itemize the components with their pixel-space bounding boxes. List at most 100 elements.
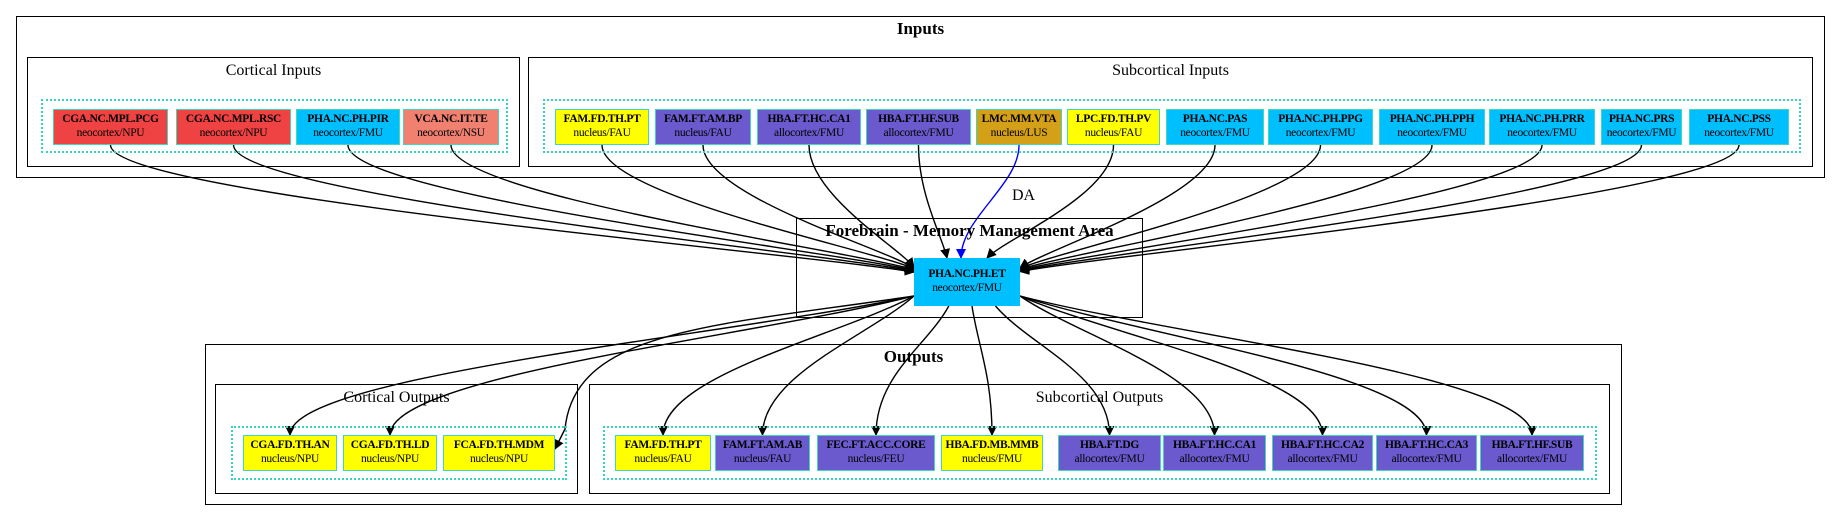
edge-out-cga-fd-th-ld xyxy=(385,295,915,436)
node-subtitle: neocortex/FMU xyxy=(1285,127,1356,139)
node-name: HBA.FD.MB.MMB xyxy=(945,439,1039,452)
edge-pha-nc-ph-ppg xyxy=(1019,144,1322,270)
node-name: FAM.FT.AM.AB xyxy=(722,439,803,452)
edge-out-fec-ft-acc-core xyxy=(871,305,950,436)
node-subtitle: neocortex/FMU xyxy=(1397,127,1467,139)
node-name: FCA.FD.TH.MDM xyxy=(453,439,545,452)
node-name: PHA.NC.PH.PPH xyxy=(1389,113,1475,126)
node-subtitle: allocortex/FMU xyxy=(1287,453,1358,465)
edge-hba-ft-hc-ca1 xyxy=(808,144,915,268)
node-subtitle: nucleus/NPU xyxy=(260,453,320,465)
forebrain-cluster-title: Forebrain - Memory Management Area xyxy=(825,221,1114,240)
node-name: HBA.FT.HC.CA1 xyxy=(1172,439,1257,452)
node-name: CGA.NC.MPL.RSC xyxy=(185,113,282,126)
node-subtitle: allocortex/FMU xyxy=(1391,453,1462,465)
node-name: LMC.MM.VTA xyxy=(981,113,1057,126)
node-name: PHA.NC.PH.ET xyxy=(928,268,1006,281)
edge-fam-fd-th-pt xyxy=(601,144,915,270)
node-name: PHA.NC.PRS xyxy=(1608,113,1675,126)
outputs-cluster-title: Outputs xyxy=(883,347,944,366)
node-subtitle: neocortex/FMU xyxy=(932,282,1002,294)
edge-fam-ft-am-bp xyxy=(702,144,915,269)
edge-out-hba-ft-hc-ca2 xyxy=(1019,295,1328,436)
node-subtitle: nucleus/FAU xyxy=(1084,127,1143,139)
inputs-cluster-title: Inputs xyxy=(896,19,945,38)
node-subtitle: allocortex/FMU xyxy=(883,127,954,139)
cortical-inputs-cluster-title: Cortical Inputs xyxy=(225,62,322,79)
node-name: FAM.FD.TH.PT xyxy=(563,113,641,126)
node-name: CGA.FD.TH.LD xyxy=(350,439,430,452)
edge-out-cga-fd-th-an xyxy=(285,295,915,436)
node-subtitle: allocortex/FMU xyxy=(1179,453,1250,465)
cortical-outputs-cluster: Cortical Outputs xyxy=(215,384,578,494)
node-name: PHA.NC.PAS xyxy=(1182,113,1248,126)
node-subtitle: nucleus/LUS xyxy=(990,127,1048,139)
node-name: FAM.FD.TH.PT xyxy=(624,439,702,452)
node-subtitle: nucleus/FAU xyxy=(634,453,692,465)
node-name: HBA.FT.HF.SUB xyxy=(1491,439,1573,452)
node-subtitle: nucleus/FMU xyxy=(962,453,1022,465)
edge-out-fam-ft-am-ab xyxy=(757,295,915,436)
node-name: HBA.FT.HF.SUB xyxy=(878,113,959,126)
subcortical-inputs-cluster-title: Subcortical Inputs xyxy=(1112,62,1229,79)
edge-pha-nc-pas xyxy=(1019,144,1216,269)
node-subtitle: allocortex/FMU xyxy=(1074,453,1145,465)
edge-out-hba-ft-hc-ca1 xyxy=(1019,295,1220,436)
edge-vca-nc-it-te xyxy=(450,144,915,273)
node-subtitle: neocortex/FMU xyxy=(1606,127,1677,139)
node-name: CGA.FD.TH.AN xyxy=(250,439,330,452)
edge-lmc-mm-vta xyxy=(956,144,1020,259)
cortical-outputs-cluster-title: Cortical Outputs xyxy=(343,389,450,406)
cortical-inputs-group xyxy=(41,99,508,153)
subcortical-inputs-cluster: Subcortical Inputs xyxy=(528,57,1813,167)
edge-out-fam-fd-th-pt xyxy=(658,295,915,436)
node-subtitle: neocortex/FMU xyxy=(1507,127,1577,139)
edge-out-hba-ft-hc-ca3 xyxy=(1019,295,1432,436)
node-name: FAM.FT.AM.BP xyxy=(663,113,743,126)
node-name: PHA.NC.PH.PRR xyxy=(1499,113,1585,126)
edge-pha-nc-ph-pph xyxy=(1019,144,1433,272)
node-subtitle: nucleus/FAU xyxy=(674,127,732,139)
edge-out-hba-fd-mb-mmb xyxy=(971,305,997,436)
subcortical-outputs-cluster: Subcortical Outputs xyxy=(589,384,1610,494)
edge-hba-ft-hf-sub xyxy=(917,144,951,259)
subcortical-outputs-cluster-title: Subcortical Outputs xyxy=(1035,389,1164,406)
node-name: LPC.FD.TH.PV xyxy=(1075,113,1152,126)
node-subtitle: nucleus/FAU xyxy=(573,127,631,139)
edge-out-hba-ft-hf-sub xyxy=(1019,295,1537,436)
edge-out-fca-fd-th-mdm xyxy=(554,295,915,450)
node-name: HBA.FT.DG xyxy=(1079,439,1140,452)
node-subtitle: neocortex/FMU xyxy=(1704,127,1774,139)
cortical-outputs-group xyxy=(231,426,567,480)
inputs-cluster: Inputs xyxy=(16,16,1825,178)
node-name: HBA.FT.HC.CA2 xyxy=(1280,439,1365,452)
node-subtitle: neocortex/FMU xyxy=(1180,127,1250,139)
node-subtitle: neocortex/NPU xyxy=(199,127,268,139)
subcortical-inputs-group xyxy=(543,99,1801,153)
node-name: CGA.NC.MPL.PCG xyxy=(62,113,159,126)
node-subtitle: allocortex/FMU xyxy=(774,127,844,139)
